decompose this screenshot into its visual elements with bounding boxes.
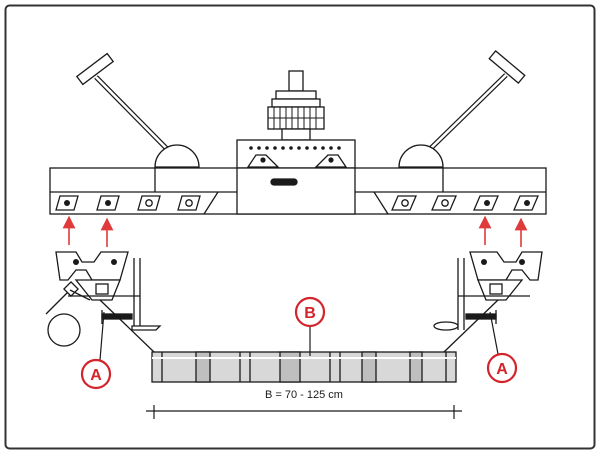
left-clamp bbox=[45, 251, 162, 353]
label-a-left-circle bbox=[80, 358, 112, 390]
bar-slot-dots-left bbox=[64, 199, 193, 207]
dimension-label: B = 70 - 125 cm bbox=[265, 389, 343, 401]
label-a-right-circle bbox=[486, 352, 518, 384]
center-slot bbox=[270, 178, 298, 186]
label-a-left: A bbox=[90, 367, 102, 384]
label-a-right: A bbox=[496, 361, 508, 378]
left-handle bbox=[75, 52, 172, 154]
label-b: B bbox=[304, 305, 316, 322]
gauge-icon bbox=[47, 313, 81, 347]
outer-frame bbox=[4, 4, 596, 450]
right-clamp bbox=[433, 251, 543, 353]
bar-slot-dots-right bbox=[401, 199, 530, 207]
pipe-b bbox=[151, 351, 457, 383]
label-b-circle bbox=[294, 296, 326, 328]
left-dome bbox=[154, 144, 200, 168]
dimension-line bbox=[146, 405, 462, 419]
center-block-holes bbox=[249, 146, 341, 150]
insertion-arrows bbox=[62, 215, 528, 247]
right-handle bbox=[425, 50, 526, 154]
right-dome bbox=[398, 144, 444, 168]
upper-assembly bbox=[49, 50, 547, 215]
valve-stack bbox=[267, 70, 325, 141]
